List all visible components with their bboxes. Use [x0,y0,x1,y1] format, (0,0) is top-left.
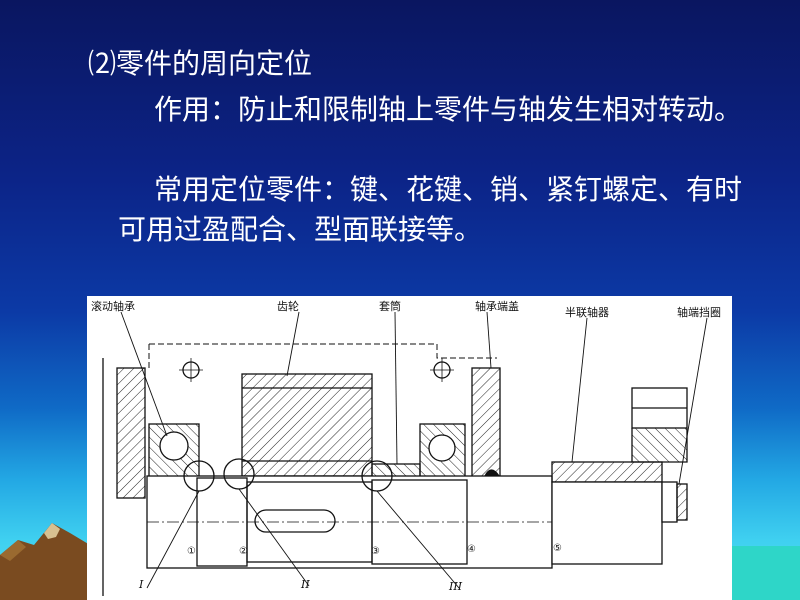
label-shaft-end-retainer: 轴端挡圈 [677,305,721,319]
slide-heading: ⑵零件的周向定位 [88,47,313,80]
label-sleeve: 套筒 [379,299,401,313]
shaft-assembly-drawing: 滚动轴承 齿轮 套筒 轴承端盖 半联轴器 轴端挡圈 ① ② ③ ④ ⑤ I II… [91,299,721,596]
section-II: II [300,578,310,591]
section-III: III [448,580,463,593]
position-4: ④ [467,544,476,555]
shaft-assembly-diagram: 滚动轴承 齿轮 套筒 轴承端盖 半联轴器 轴端挡圈 ① ② ③ ④ ⑤ I II… [87,296,732,600]
position-1: ① [187,546,196,557]
decorative-band [732,546,800,600]
label-gear: 齿轮 [277,299,299,313]
label-bearing-cover: 轴承端盖 [475,299,519,313]
mountain-decoration [0,523,90,600]
position-3: ③ [371,546,380,557]
paragraph-function-text: 作用：防止和限制轴上零件与轴发生相对转动。 [154,93,743,126]
section-I: I [138,578,144,591]
paragraph-function: 作用：防止和限制轴上零件与轴发生相对转动。 [118,90,758,130]
position-2: ② [239,546,248,557]
label-rolling-bearing: 滚动轴承 [91,299,135,313]
label-half-coupling: 半联轴器 [565,305,609,319]
paragraph-common-parts-text: 常用定位零件：键、花键、销、紧钉螺定、有时可用过盈配合、型面联接等。 [118,173,743,246]
position-5: ⑤ [553,543,562,554]
paragraph-common-parts: 常用定位零件：键、花键、销、紧钉螺定、有时可用过盈配合、型面联接等。 [118,170,758,250]
